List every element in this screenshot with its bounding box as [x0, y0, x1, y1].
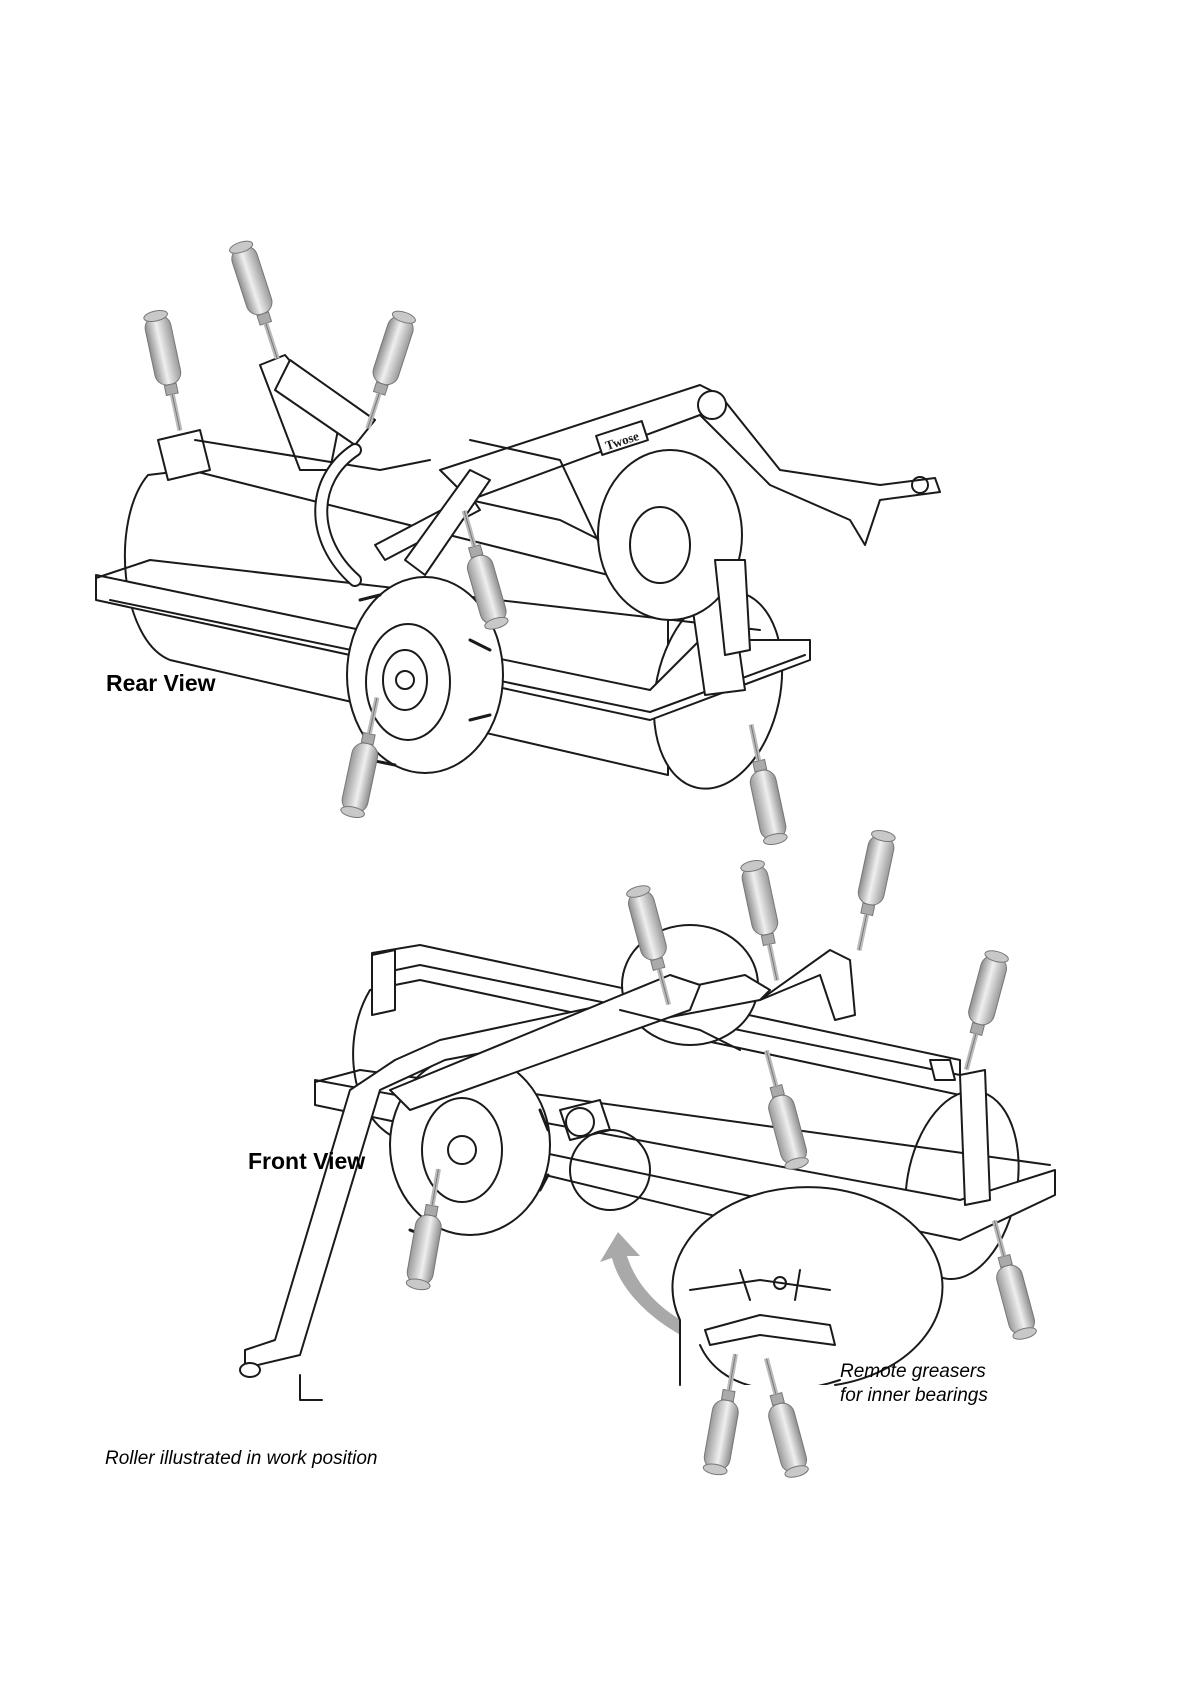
remote-greasers-line2: for inner bearings — [840, 1384, 988, 1408]
remote-greasers-label: Remote greasers for inner bearings — [840, 1360, 988, 1408]
rear-view-drawing: Twose — [96, 355, 940, 801]
grease-gun-icon — [142, 308, 193, 433]
grease-gun-icon — [954, 948, 1011, 1073]
figure-caption: Roller illustrated in work position — [105, 1448, 377, 1470]
grease-gun-icon — [227, 238, 289, 362]
remote-greasers-line1: Remote greasers — [840, 1360, 988, 1384]
grease-gun-icon — [846, 828, 897, 953]
rear-view-label: Rear View — [106, 670, 216, 697]
front-view-label: Front View — [248, 1148, 365, 1175]
